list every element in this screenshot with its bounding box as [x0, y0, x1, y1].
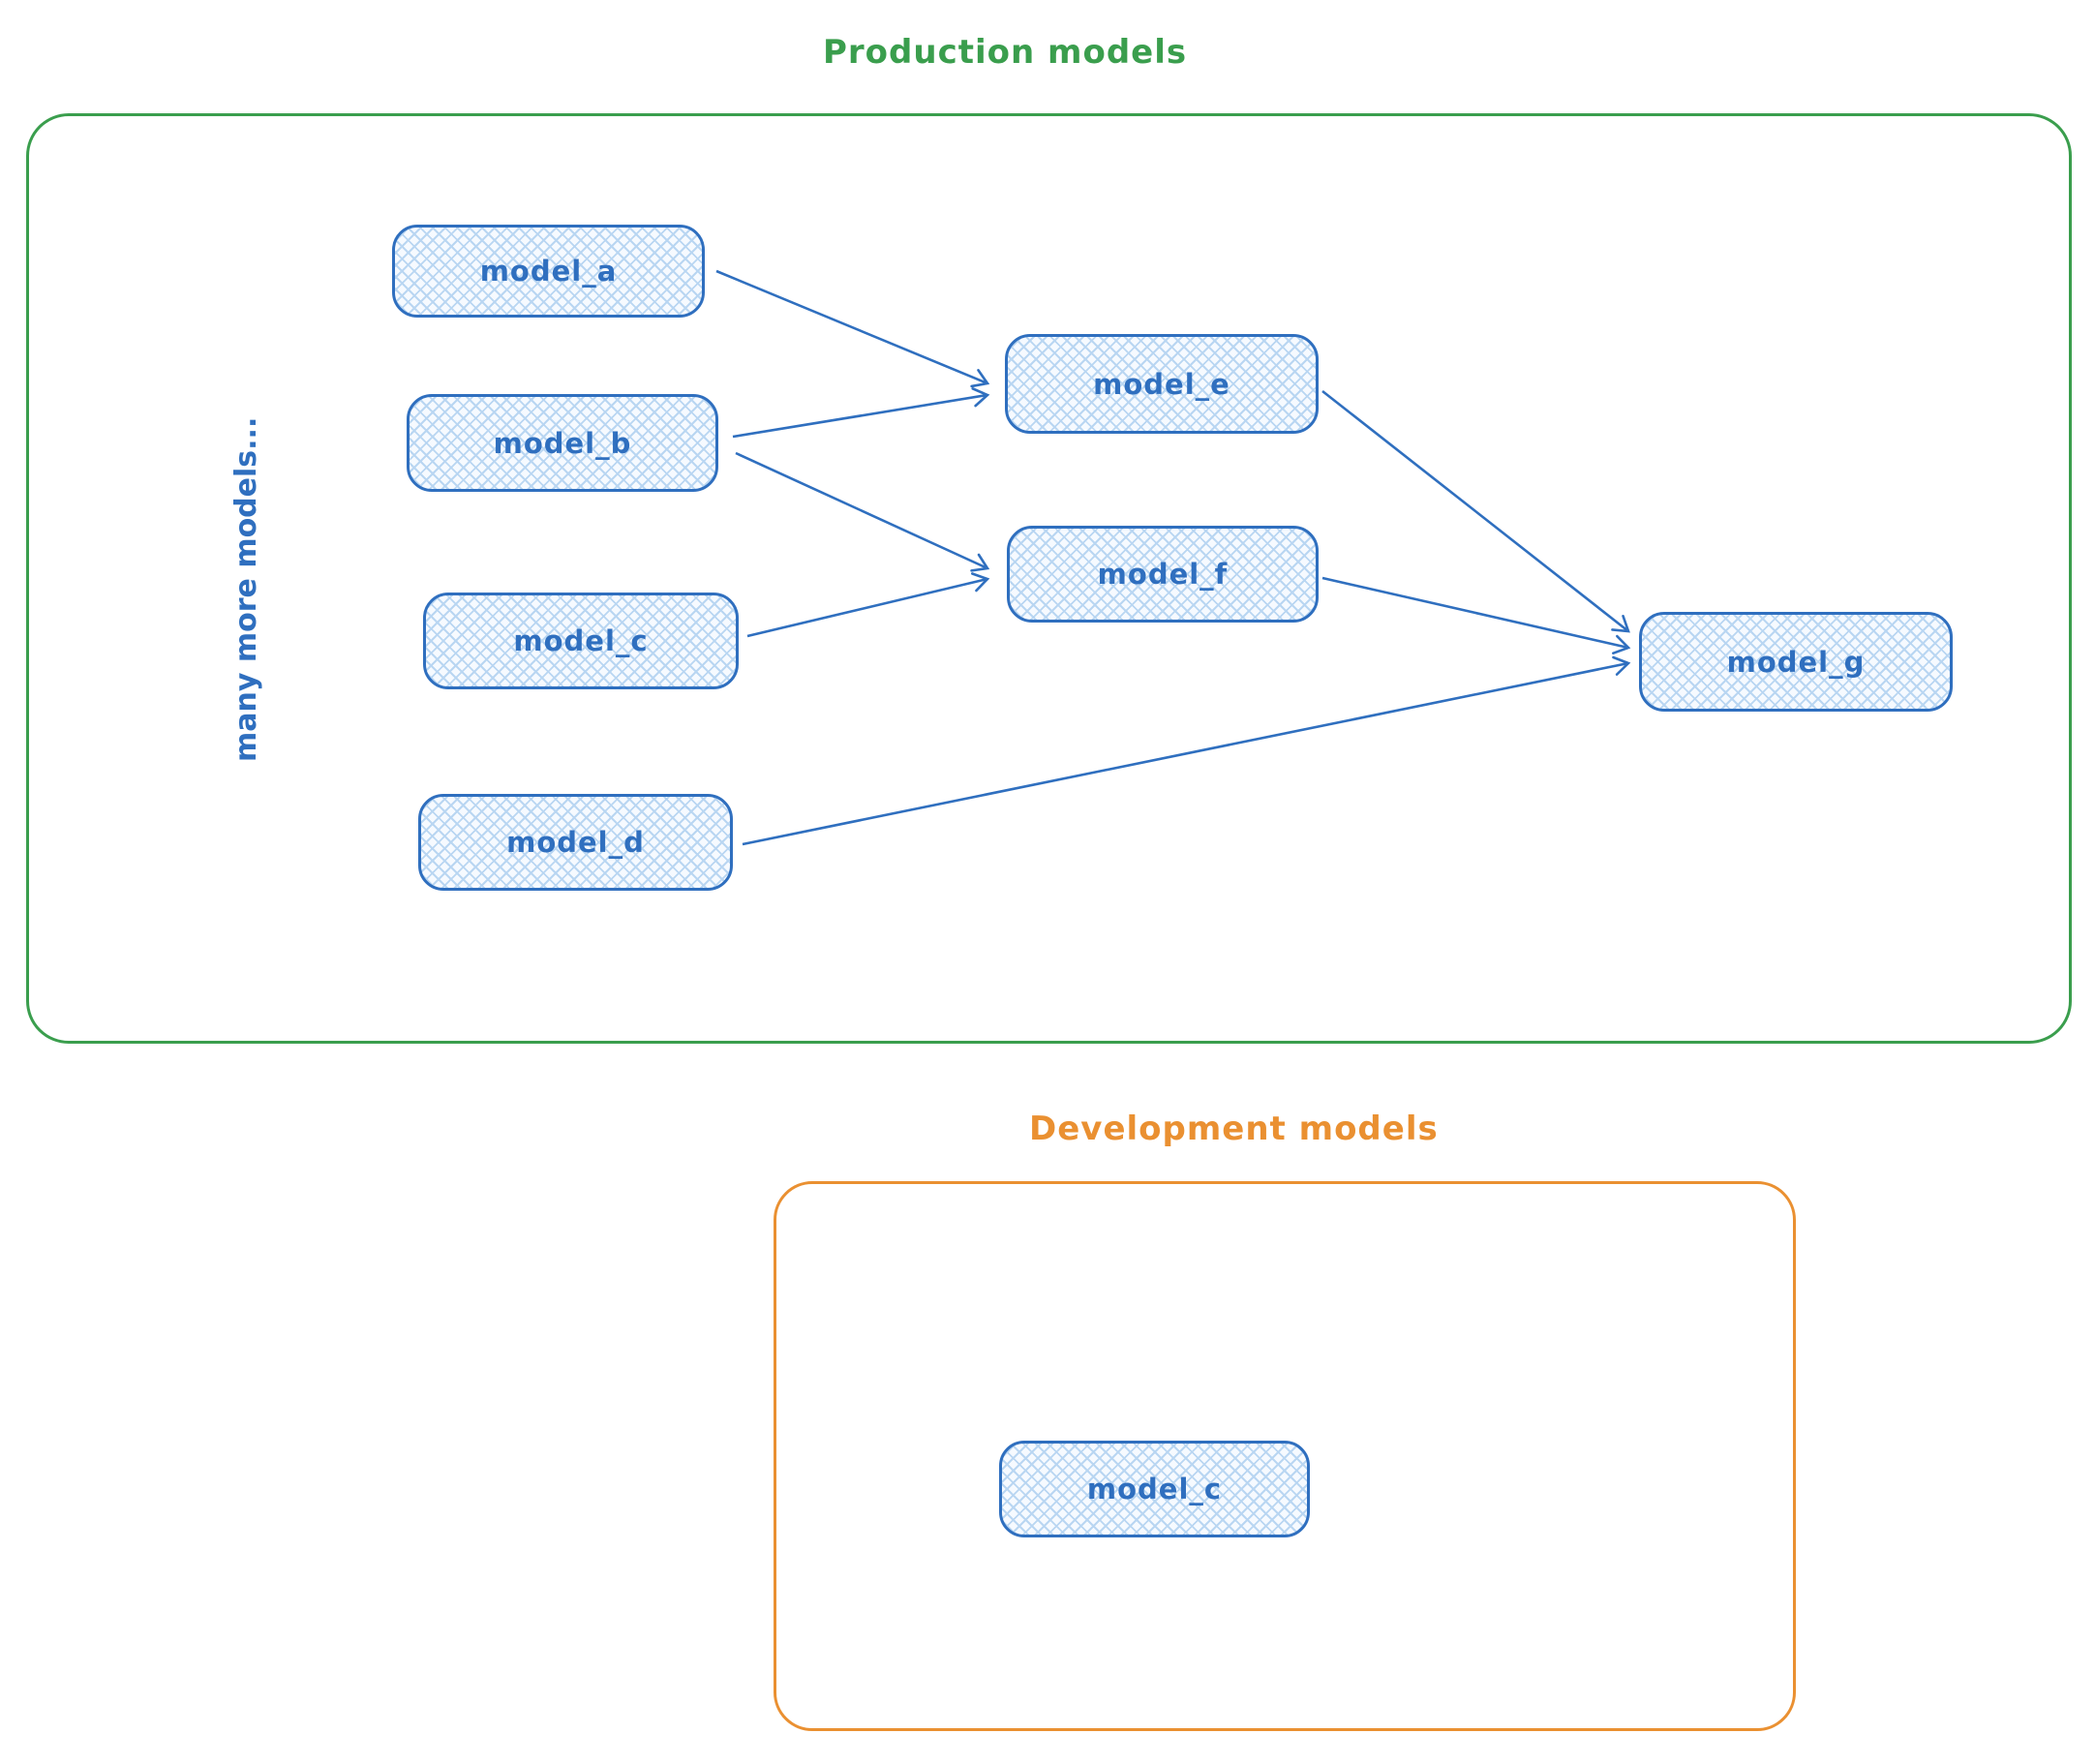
node-model_a-label: model_a: [479, 255, 618, 288]
node-model_d-label: model_d: [506, 826, 645, 859]
node-model_g: model_g: [1639, 612, 1953, 712]
node-model_e-label: model_e: [1093, 367, 1230, 401]
node-model_f-label: model_f: [1097, 558, 1229, 591]
node-model_g-label: model_g: [1726, 645, 1866, 679]
node-model_b: model_b: [407, 394, 718, 492]
development-container: [774, 1181, 1796, 1731]
node-model_e: model_e: [1005, 334, 1319, 434]
production-container: [26, 113, 2072, 1044]
production-title: Production models: [823, 33, 1188, 72]
node-model_c-dev-label: model_c: [1086, 1473, 1223, 1505]
node-model_d: model_d: [418, 794, 733, 891]
node-model_c-label: model_c: [513, 624, 649, 657]
node-model_c: model_c: [423, 593, 739, 689]
development-title: Development models: [1029, 1110, 1439, 1148]
many-more-models-note: many more models...: [229, 416, 263, 762]
node-model_a: model_a: [392, 225, 705, 318]
node-model_b-label: model_b: [493, 426, 632, 460]
node-model_f: model_f: [1007, 526, 1319, 623]
node-model_c-dev: model_c: [999, 1441, 1310, 1537]
